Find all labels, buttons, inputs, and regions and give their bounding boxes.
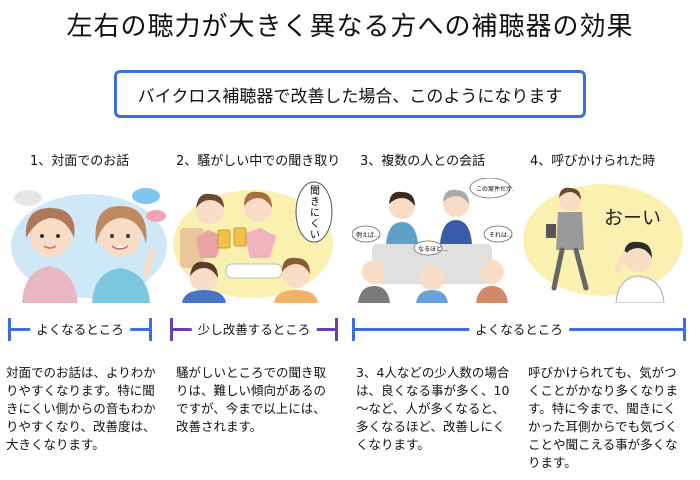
improvement-label-3: よくなるところ xyxy=(469,319,569,338)
category-group-conversation: 3、複数の人との会話 xyxy=(360,154,486,169)
subtitle-text: バイクロス補聴器で改善した場合、このようになります xyxy=(137,86,563,107)
illustration-being-called: おーい xyxy=(522,178,684,303)
description-being-called: 呼びかけられても、気がつくことがかなり多くなります。特に今まで、聞きにくかった耳… xyxy=(528,365,679,470)
description-group-conversation: 3、4人などの少人数の場合は、良くなる事が多く、10～など、人が多くなると、多く… xyxy=(356,365,510,452)
improvement-bracket-1: よくなるところ xyxy=(8,316,152,342)
improvement-label-1: よくなるところ xyxy=(30,319,130,338)
illustration-group-conversation: この案件だが… 例えば… それは… なるほど… xyxy=(352,178,514,303)
call-out-text: おーい xyxy=(604,207,661,229)
illustration-face-to-face xyxy=(8,178,170,303)
illustration-noisy-place: 聞きにくい xyxy=(172,178,334,303)
subtitle-box: バイクロス補聴器で改善した場合、このようになります xyxy=(114,70,586,118)
description-noisy-place: 騒がしいところでの聞き取りは、難しい傾向があるのですが、今まで以上には、改善され… xyxy=(176,365,327,434)
category-being-called: 4、呼びかけられた時 xyxy=(530,154,656,169)
meeting-bubble-3: それは… xyxy=(489,232,513,239)
improvement-label-2: 少し改善するところ xyxy=(191,319,317,338)
meeting-bubble-1: この案件だが… xyxy=(476,185,514,193)
improvement-bracket-3: よくなるところ xyxy=(352,316,686,342)
category-face-to-face: 1、対面でのお話 xyxy=(30,154,130,169)
meeting-bubble-2: 例えば… xyxy=(356,231,380,239)
description-face-to-face: 対面でのお話は、よりわかりやすくなります。特に聞きにくい側からの音もわかりやすく… xyxy=(6,365,156,452)
category-noisy-place: 2、騒がしい中での聞き取り xyxy=(176,154,341,169)
improvement-bracket-2: 少し改善するところ xyxy=(170,316,338,342)
noisy-bubble-text: 聞きにくい xyxy=(310,185,320,241)
meeting-bubble-4: なるほど… xyxy=(418,245,448,253)
page-title: 左右の聴力が大きく異なる方への補聴器の効果 xyxy=(66,12,634,42)
